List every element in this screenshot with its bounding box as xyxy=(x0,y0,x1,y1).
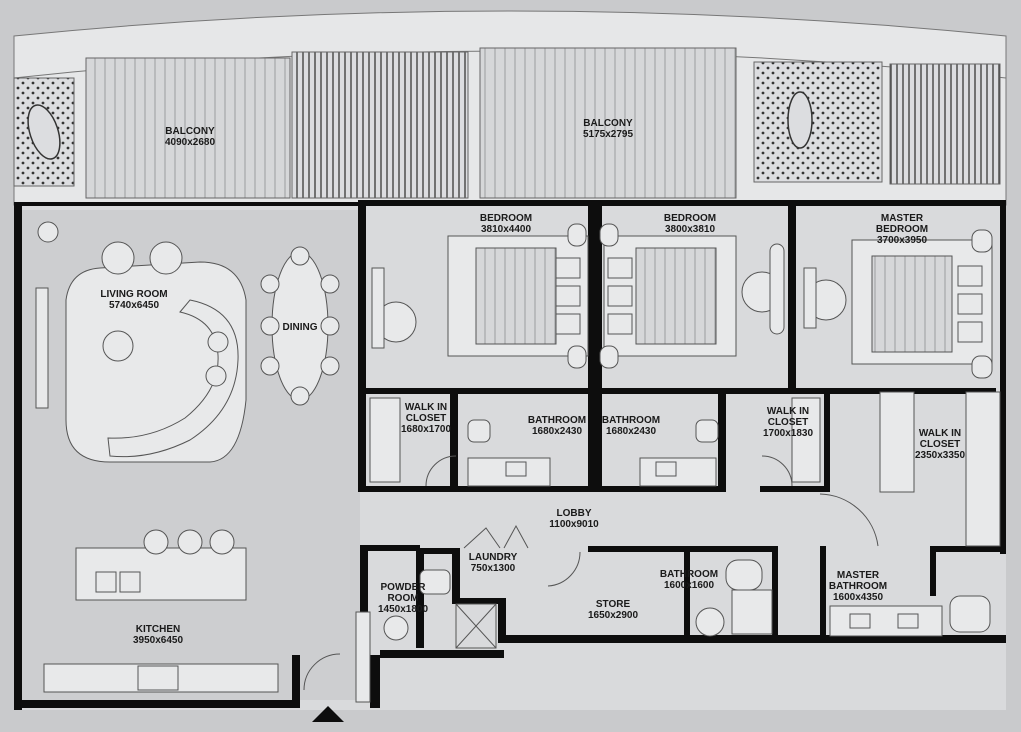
room-label-bathroom-1: BATHROOM 1680x2430 xyxy=(527,415,587,437)
room-label-master-bedroom: MASTER BEDROOM 3700x3950 xyxy=(875,213,929,246)
balcony-deck-2 xyxy=(291,51,469,199)
planter-oval-right xyxy=(787,91,813,149)
beds xyxy=(371,223,993,379)
tv-unit xyxy=(35,287,49,409)
room-label-store: STORE 1650x2900 xyxy=(587,599,639,621)
room-label-walkin-2: WALK IN CLOSET 1700x1830 xyxy=(762,406,814,439)
room-label-walkin-1: WALK IN CLOSET 1680x1700 xyxy=(400,402,452,435)
dining-table xyxy=(260,246,340,406)
service-walls xyxy=(360,545,1006,655)
balcony-deck-3 xyxy=(479,47,737,199)
balcony-planter-right xyxy=(753,61,883,183)
room-label-master-bathroom: MASTER BATHROOM 1600x4350 xyxy=(828,570,888,603)
room-label-powder-room: POWDER ROOM 1450x1800 xyxy=(377,582,429,615)
room-label-laundry: LAUNDRY 750x1300 xyxy=(468,552,518,574)
room-label-lobby: LOBBY 1100x9010 xyxy=(549,508,599,530)
sofa xyxy=(107,299,239,458)
room-label-walkin-3: WALK IN CLOSET 2350x3350 xyxy=(914,428,966,461)
door-swings xyxy=(303,455,879,691)
living-room-furniture xyxy=(35,221,247,463)
fixtures xyxy=(369,391,1001,649)
balcony-deck-1 xyxy=(85,57,291,199)
room-label-kitchen: KITCHEN 3950x6450 xyxy=(132,624,184,646)
room-label-bedroom-1: BEDROOM 3810x4400 xyxy=(479,213,533,235)
entrance-arrow-icon xyxy=(312,706,344,722)
room-label-balcony-right: BALCONY 5175x2795 xyxy=(582,118,634,140)
room-label-bedroom-2: BEDROOM 3800x3810 xyxy=(663,213,717,235)
room-label-bathroom-3: BATHROOM 1600x1600 xyxy=(659,569,719,591)
room-label-bathroom-2: BATHROOM 1680x2430 xyxy=(601,415,661,437)
bedroom-walls xyxy=(358,200,996,492)
side-table xyxy=(37,221,59,243)
kitchen-furniture xyxy=(43,529,371,703)
exterior-walls xyxy=(14,200,1006,710)
balcony-deck-4 xyxy=(889,63,1001,185)
room-label-living-room: LIVING ROOM 5740x6450 xyxy=(100,289,168,311)
planter-oval-left xyxy=(27,104,61,160)
room-label-balcony-left: BALCONY 4090x2680 xyxy=(164,126,216,148)
room-label-dining: DINING xyxy=(282,322,318,333)
